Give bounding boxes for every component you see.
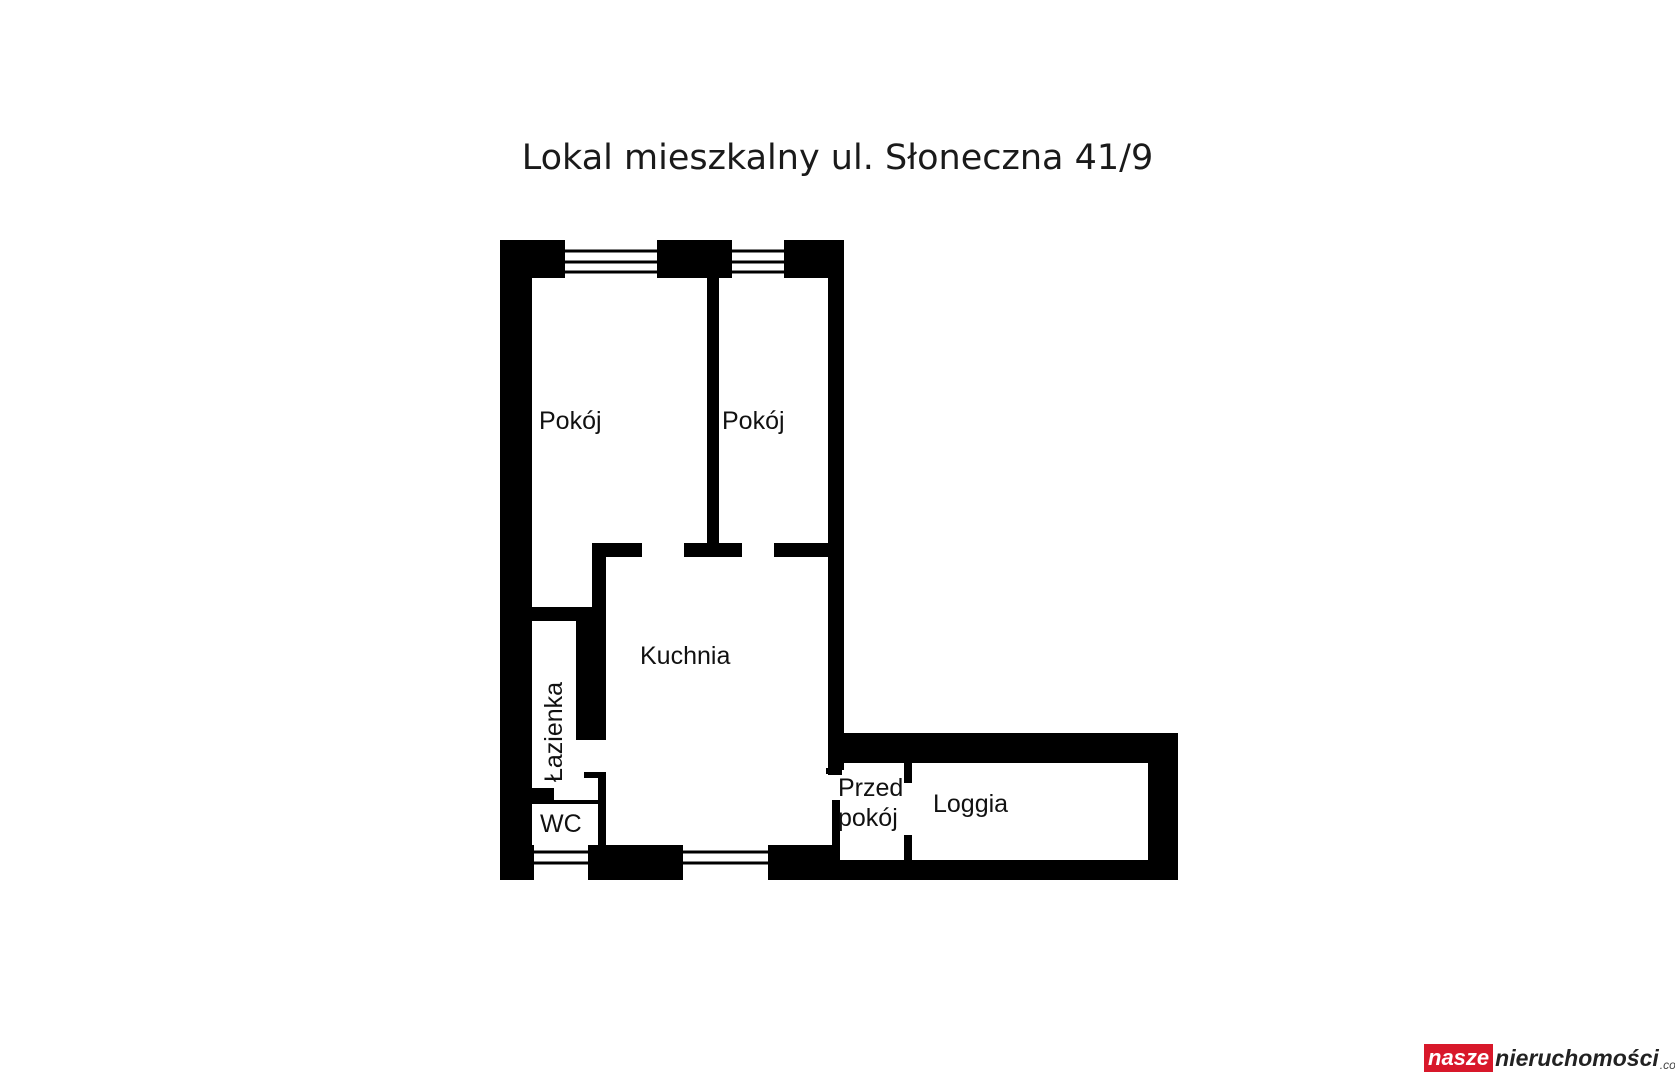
wall-kitchen-west-top — [592, 543, 606, 613]
label-przedpokoj-2: pokój — [838, 804, 898, 832]
wall-hall-loggia-top — [904, 763, 912, 783]
wall-bath-door-stub — [532, 788, 554, 802]
wall-between-rooms — [707, 278, 719, 554]
wall-hall-loggia-bottom — [904, 835, 912, 862]
wall-north — [500, 240, 844, 278]
wall-west — [500, 240, 532, 880]
wall-bath-kitchen — [576, 607, 606, 740]
wall-hall-west-stub — [826, 768, 840, 774]
window-south-wc — [530, 845, 592, 880]
label-pokoj-1: Pokój — [539, 407, 602, 435]
watermark-part3: .com — [1659, 1058, 1675, 1072]
label-kuchnia: Kuchnia — [640, 642, 730, 670]
label-loggia: Loggia — [933, 790, 1008, 818]
label-przedpokoj-1: Przed — [838, 774, 903, 802]
wall-wc-east — [598, 772, 606, 845]
window-north-1 — [557, 240, 665, 278]
plan-title: Lokal mieszkalny ul. Słoneczna 41/9 — [521, 138, 1154, 178]
wall-room-kitchen-b — [684, 543, 742, 557]
label-lazienka: Łazienka — [540, 682, 568, 782]
wall-east-upper — [828, 240, 844, 770]
wall-hall-west — [832, 800, 840, 862]
watermark-part1: nasze — [1424, 1044, 1494, 1072]
wall-room-kitchen-c — [774, 543, 828, 557]
wall-loggia-north — [828, 733, 1178, 763]
window-north-2 — [726, 240, 790, 278]
wall-loggia-east — [1148, 733, 1178, 880]
window-south-kitchen — [677, 845, 774, 880]
wall-loggia-south — [828, 860, 1178, 880]
label-pokoj-2: Pokój — [722, 407, 785, 435]
wall-wc-east-top — [584, 772, 606, 778]
wall-wc-north — [532, 800, 602, 804]
label-wc: WC — [540, 810, 582, 838]
watermark-part2: nieruchomości — [1495, 1045, 1659, 1071]
